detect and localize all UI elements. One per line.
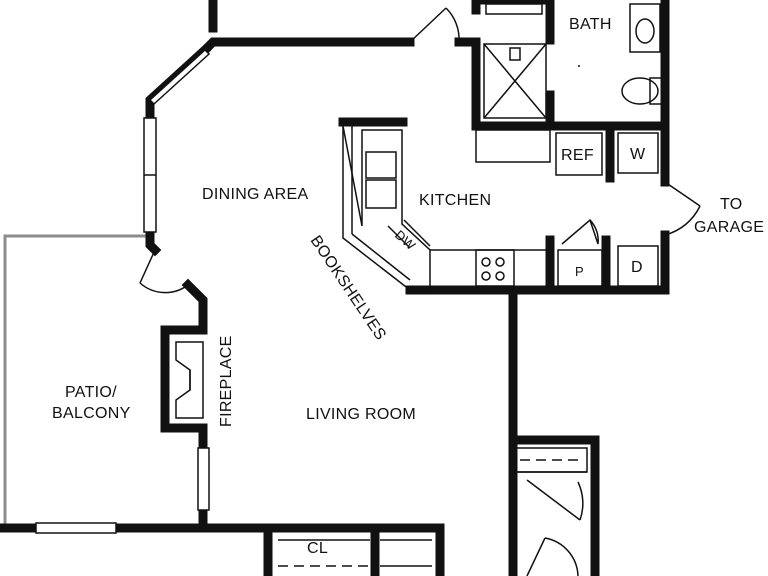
to-garage-label-line2: GARAGE: [694, 219, 764, 236]
patio-door: [139, 249, 189, 294]
shower-head-icon: [509, 47, 521, 61]
hall-closet-top-wall: [508, 435, 600, 576]
closet-label: CL: [307, 540, 328, 557]
kitchen-counter: [342, 125, 431, 291]
dining-window-lower-wall: [145, 227, 162, 257]
shower-diag-b: [483, 43, 547, 119]
kitchen-island-end: [475, 129, 551, 163]
bath-fixtures: [483, 3, 663, 119]
to-garage-label-line1: TO: [720, 196, 743, 213]
bookshelves-label: BOOKSHELVES: [307, 233, 389, 344]
bath-label: BATH: [569, 16, 612, 33]
vanity: [629, 3, 661, 53]
patio-label-line2: BALCONY: [52, 405, 131, 422]
fireplace-wall: [160, 325, 208, 453]
sink-lower-icon: [365, 179, 397, 209]
bottom-window: [35, 522, 117, 534]
bottom-wall: [0, 523, 445, 576]
hall-closet-door-lower: [526, 537, 579, 576]
diagonal-window: [148, 48, 211, 106]
pantry-door: [561, 218, 599, 245]
washer-label: W: [630, 146, 646, 163]
kitchen-fixtures: [342, 125, 659, 291]
hall-closet-door-upper: [526, 479, 584, 521]
doors: [139, 7, 701, 576]
dryer-label: D: [631, 259, 643, 276]
pantry-label: P: [575, 264, 584, 279]
dryer: [617, 245, 659, 287]
right-lower-wall: [405, 230, 670, 295]
windows: [35, 48, 211, 534]
washer: [617, 132, 659, 174]
burner-icon: [495, 271, 505, 281]
upper-wall: [198, 37, 415, 57]
patio-label-line1: PATIO/: [65, 384, 117, 401]
living-window: [197, 447, 210, 511]
sink-icon: [635, 18, 655, 44]
patio-boundary: [3, 234, 147, 528]
patio-door-right-wall: [181, 278, 208, 335]
bookshelf-line-2: [351, 233, 411, 281]
shower-stall: [483, 43, 547, 119]
refrigerator-label: REF: [561, 147, 594, 164]
kitchen-label: KITCHEN: [419, 192, 491, 209]
bath-left-wall: [471, 37, 670, 131]
refrigerator: [555, 132, 603, 176]
burner-icon: [481, 271, 491, 281]
entry-door-upper: [409, 7, 460, 43]
sink-upper-icon: [365, 151, 397, 179]
fireplace-hearth: [175, 341, 204, 419]
pantry-shelf: [557, 249, 603, 287]
walls: [0, 0, 670, 576]
fireplace-fixture: [175, 341, 204, 419]
bath-dot: [578, 65, 580, 67]
garage-door: [664, 181, 701, 236]
closets: [278, 447, 588, 567]
toilet-icon: [621, 77, 659, 105]
burner-icon: [481, 257, 491, 267]
dw-line-2: [403, 219, 431, 247]
living-room-label: LIVING ROOM: [306, 406, 416, 423]
dining-area-label: DINING AREA: [202, 186, 308, 203]
fireplace-label: FIREPLACE: [218, 335, 235, 427]
range: [475, 249, 515, 287]
burner-icon: [495, 257, 505, 267]
dw-line-1: [387, 225, 411, 249]
toilet-tank: [649, 77, 663, 105]
tub-top: [485, 3, 543, 15]
